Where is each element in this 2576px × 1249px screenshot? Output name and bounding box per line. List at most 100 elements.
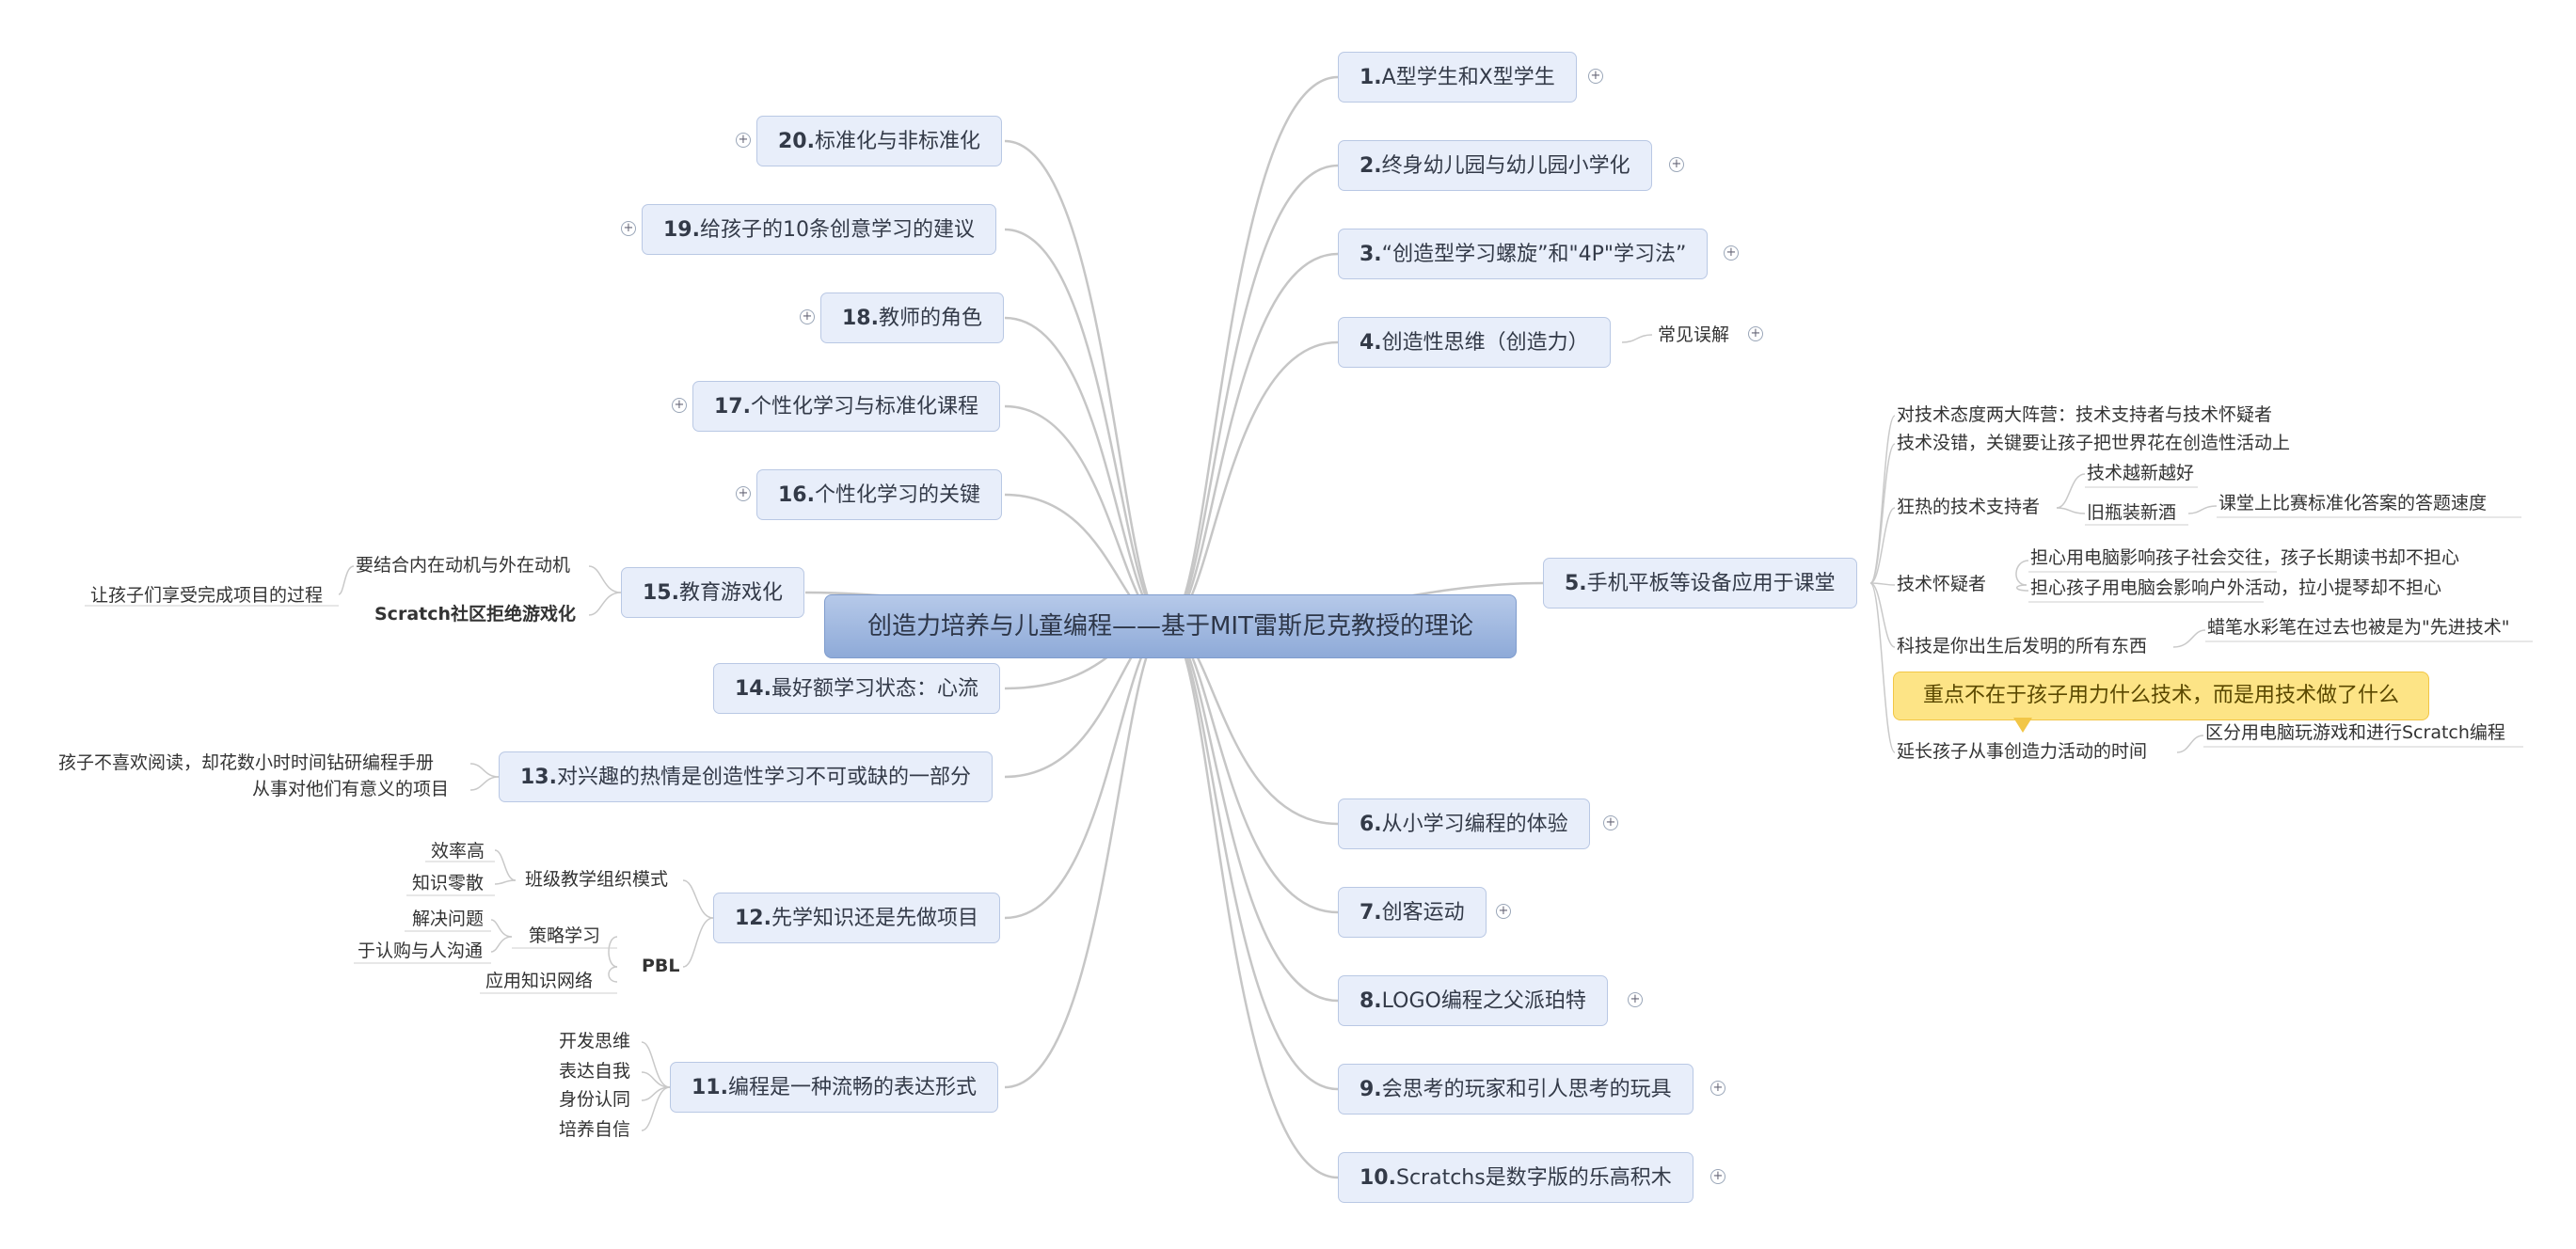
topic-1[interactable]: 1.A型学生和X型学生 bbox=[1338, 52, 1577, 103]
t12-child-b2[interactable]: 应用知识网络 bbox=[485, 971, 594, 991]
topic-17-label: 个性化学习与标准化课程 bbox=[750, 395, 978, 419]
t11-child-b[interactable]: 表达自我 bbox=[559, 1061, 631, 1082]
t15-child-b[interactable]: Scratch社区拒绝游戏化 bbox=[374, 604, 577, 624]
topic-3[interactable]: 3.“创造型学习螺旋”和"4P"学习法” bbox=[1338, 229, 1709, 279]
t5-child-d2[interactable]: 担心孩子用电脑会影响户外活动，拉小提琴却不担心 bbox=[2030, 577, 2442, 598]
t5-child-c2a[interactable]: 课堂上比赛标准化答案的答题速度 bbox=[2218, 493, 2488, 514]
topic-11[interactable]: 11.编程是一种流畅的表达形式 bbox=[670, 1062, 998, 1113]
topic-12[interactable]: 12.先学知识还是先做项目 bbox=[713, 893, 1000, 943]
t11-child-c[interactable]: 身份认同 bbox=[559, 1089, 631, 1110]
t12-child-b1a[interactable]: 解决问题 bbox=[412, 909, 485, 929]
t5-child-c2[interactable]: 旧瓶装新酒 bbox=[2087, 502, 2177, 523]
expand-plus-icon[interactable]: + bbox=[672, 398, 687, 413]
expand-plus-icon[interactable]: + bbox=[1628, 992, 1643, 1007]
t13-child-b[interactable]: 从事对他们有意义的项目 bbox=[252, 779, 450, 799]
expand-plus-icon[interactable]: + bbox=[621, 221, 636, 236]
t5-child-f1[interactable]: 区分用电脑玩游戏和进行Scratch编程 bbox=[2205, 722, 2505, 743]
t5-child-e1[interactable]: 蜡笔水彩笔在过去也被是为"先进技术" bbox=[2207, 617, 2510, 638]
expand-plus-icon[interactable]: + bbox=[1588, 69, 1603, 84]
t5-child-b[interactable]: 技术没错，关键要让孩子把世界花在创造性活动上 bbox=[1897, 433, 2291, 453]
topic-4-number: 4. bbox=[1360, 331, 1382, 355]
topic-8[interactable]: 8.LOGO编程之父派珀特 bbox=[1338, 975, 1608, 1026]
topic-20[interactable]: 20.标准化与非标准化 bbox=[756, 116, 1002, 166]
topic-19[interactable]: 19.给孩子的10条创意学习的建议 bbox=[642, 204, 996, 255]
expand-plus-icon[interactable]: + bbox=[1710, 1081, 1725, 1096]
topic-15-label: 教育游戏化 bbox=[678, 581, 783, 605]
expand-plus-icon[interactable]: + bbox=[1669, 157, 1684, 172]
t15-child-a1[interactable]: 让孩子们享受完成项目的过程 bbox=[90, 585, 324, 606]
topic-9-label: 会思考的玩家和引人思考的玩具 bbox=[1381, 1078, 1672, 1101]
expand-plus-icon[interactable]: + bbox=[736, 486, 751, 501]
expand-plus-icon[interactable]: + bbox=[736, 133, 751, 148]
topic-11-label: 编程是一种流畅的表达形式 bbox=[727, 1076, 977, 1099]
central-topic[interactable]: 创造力培养与儿童编程——基于MIT雷斯尼克教授的理论 bbox=[824, 594, 1517, 658]
topic-16-number: 16. bbox=[778, 483, 815, 507]
t5-child-e[interactable]: 科技是你出生后发明的所有东西 bbox=[1897, 636, 2148, 656]
topic-5[interactable]: 5.手机平板等设备应用于课堂 bbox=[1543, 558, 1857, 609]
topic-15[interactable]: 15.教育游戏化 bbox=[621, 567, 804, 618]
t12-child-a2[interactable]: 知识零散 bbox=[412, 873, 485, 893]
t5-child-a[interactable]: 对技术态度两大阵营：技术支持者与技术怀疑者 bbox=[1897, 404, 2273, 425]
t15-child-a[interactable]: 要结合内在动机与外在动机 bbox=[356, 555, 571, 576]
topic-13[interactable]: 13.对兴趣的热情是创造性学习不可或缺的一部分 bbox=[499, 751, 993, 802]
t12-child-a1[interactable]: 效率高 bbox=[431, 841, 485, 862]
topic-2[interactable]: 2.终身幼儿园与幼儿园小学化 bbox=[1338, 140, 1652, 191]
topic-5-number: 5. bbox=[1565, 572, 1587, 595]
t12-child-a[interactable]: 班级教学组织模式 bbox=[525, 869, 669, 890]
topic-6-number: 6. bbox=[1360, 813, 1382, 836]
topic-17[interactable]: 17.个性化学习与标准化课程 bbox=[692, 381, 1000, 432]
topic-15-number: 15. bbox=[643, 581, 679, 605]
topic-20-label: 标准化与非标准化 bbox=[814, 130, 980, 153]
topic-12-number: 12. bbox=[735, 907, 771, 930]
topic-11-number: 11. bbox=[692, 1076, 728, 1099]
t5-child-c1[interactable]: 技术越新越好 bbox=[2087, 463, 2195, 483]
topic-10[interactable]: 10.Scratchs是数字版的乐高积木 bbox=[1338, 1152, 1693, 1203]
topic-4[interactable]: 4.创造性思维（创造力） bbox=[1338, 317, 1611, 368]
t5-child-f[interactable]: 延长孩子从事创造力活动的时间 bbox=[1897, 741, 2148, 762]
t11-child-a[interactable]: 开发思维 bbox=[559, 1031, 631, 1051]
expand-plus-icon[interactable]: + bbox=[1748, 326, 1763, 341]
t12-child-b1[interactable]: 策略学习 bbox=[529, 925, 601, 946]
t5-child-d1[interactable]: 担心用电脑影响孩子社会交往，孩子长期读书却不担心 bbox=[2030, 547, 2460, 568]
topic-10-number: 10. bbox=[1360, 1166, 1396, 1190]
topic-17-number: 17. bbox=[714, 395, 751, 419]
topic-16[interactable]: 16.个性化学习的关键 bbox=[756, 469, 1002, 520]
topic-3-label: “创造型学习螺旋”和"4P"学习法” bbox=[1381, 243, 1687, 266]
t12-child-b[interactable]: PBL bbox=[642, 956, 680, 976]
topic-6-label: 从小学习编程的体验 bbox=[1381, 813, 1568, 836]
t11-child-d[interactable]: 培养自信 bbox=[559, 1119, 631, 1140]
topic-9[interactable]: 9.会思考的玩家和引人思考的玩具 bbox=[1338, 1064, 1693, 1115]
topic-19-number: 19. bbox=[663, 218, 700, 242]
topic-14[interactable]: 14.最好额学习状态：心流 bbox=[713, 663, 1000, 714]
expand-plus-icon[interactable]: + bbox=[1710, 1169, 1725, 1184]
topic-18[interactable]: 18.教师的角色 bbox=[820, 292, 1004, 343]
t12-child-b1b[interactable]: 于认购与人沟通 bbox=[358, 941, 484, 961]
expand-plus-icon[interactable]: + bbox=[800, 309, 815, 324]
topic-7-label: 创客运动 bbox=[1381, 901, 1465, 925]
expand-plus-icon[interactable]: + bbox=[1496, 904, 1511, 919]
t5-child-d[interactable]: 技术怀疑者 bbox=[1897, 574, 1987, 594]
topic-9-number: 9. bbox=[1360, 1078, 1382, 1101]
topic-18-number: 18. bbox=[842, 307, 879, 330]
topic-7-number: 7. bbox=[1360, 901, 1382, 925]
topic-10-label: Scratchs是数字版的乐高积木 bbox=[1395, 1166, 1672, 1190]
topic-1-number: 1. bbox=[1360, 66, 1382, 89]
t13-child-a[interactable]: 孩子不喜欢阅读，却花数小时时间钻研编程手册 bbox=[58, 752, 435, 773]
topic-4-child[interactable]: 常见误解 bbox=[1658, 324, 1730, 345]
topic-5-label: 手机平板等设备应用于课堂 bbox=[1586, 572, 1836, 595]
t5-child-c[interactable]: 狂热的技术支持者 bbox=[1897, 497, 2041, 517]
expand-plus-icon[interactable]: + bbox=[1724, 245, 1739, 261]
topic-2-label: 终身幼儿园与幼儿园小学化 bbox=[1381, 154, 1630, 178]
topic-14-label: 最好额学习状态：心流 bbox=[771, 677, 978, 701]
topic-8-number: 8. bbox=[1360, 989, 1382, 1013]
callout-note[interactable]: 重点不在于孩子用力什么技术，而是用技术做了什么 bbox=[1893, 672, 2429, 720]
expand-plus-icon[interactable]: + bbox=[1603, 815, 1618, 830]
topic-1-label: A型学生和X型学生 bbox=[1381, 66, 1555, 89]
topic-4-label: 创造性思维（创造力） bbox=[1381, 331, 1589, 355]
topic-2-number: 2. bbox=[1360, 154, 1382, 178]
topic-16-label: 个性化学习的关键 bbox=[814, 483, 980, 507]
topic-8-label: LOGO编程之父派珀特 bbox=[1381, 989, 1586, 1013]
topic-7[interactable]: 7.创客运动 bbox=[1338, 887, 1487, 938]
topic-18-label: 教师的角色 bbox=[878, 307, 982, 330]
topic-6[interactable]: 6.从小学习编程的体验 bbox=[1338, 798, 1590, 849]
